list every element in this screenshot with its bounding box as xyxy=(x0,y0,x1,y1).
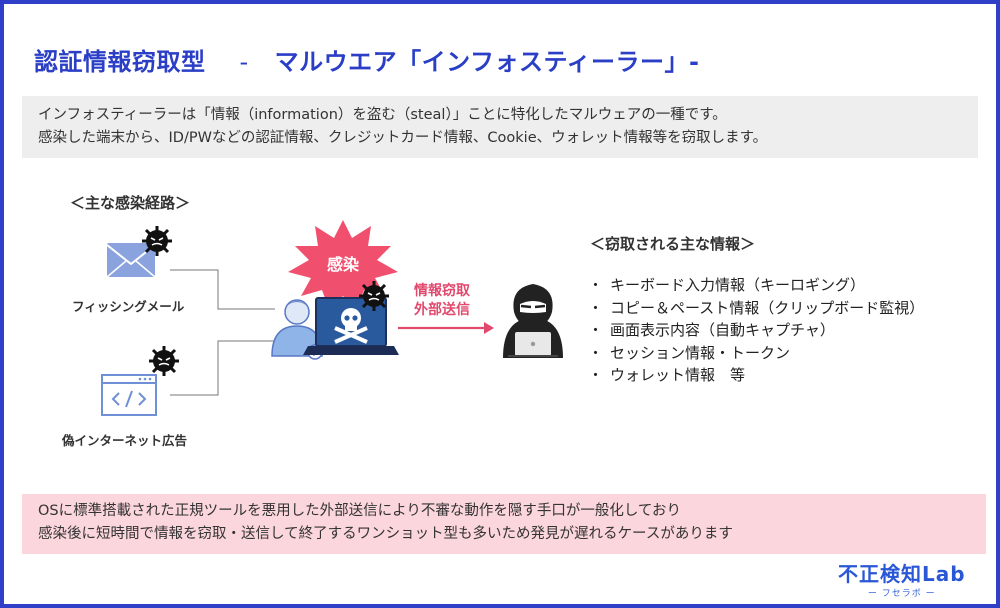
note-line-2: 感染後に短時間で情報を窃取・送信して終了するワンショット型も多いため発見が遅れる… xyxy=(38,526,733,542)
list-item: ・セッション情報・トークン xyxy=(588,342,924,365)
note-box: OSに標準搭載された正規ツールを悪用した外部送信により不審な動作を隠す手口が一般… xyxy=(22,494,986,554)
list-item-text: キーボード入力情報（キーロギング） xyxy=(610,276,866,294)
list-item: ・ウォレット情報 等 xyxy=(588,364,924,387)
infected-laptop-icon xyxy=(303,297,399,355)
infection-badge-label: 感染 xyxy=(326,255,359,274)
bullet: ・ xyxy=(588,321,604,339)
hacker-icon xyxy=(503,284,563,358)
exfiltration-label-line-1: 情報窃取 xyxy=(414,283,470,299)
bullet: ・ xyxy=(588,343,604,362)
bullet: ・ xyxy=(588,366,604,384)
bullet: ・ xyxy=(588,276,604,294)
skull-icon xyxy=(334,308,368,344)
brand-logo: 不正検知Lab ー フセラボ ー xyxy=(838,558,966,599)
list-item-text: ウォレット情報 等 xyxy=(610,366,746,384)
logo-sub: ー フセラボ ー xyxy=(867,589,936,599)
title-part2: マルウエア「インフォスティーラー」- xyxy=(274,48,700,76)
exfiltration-label-line-2: 外部送信 xyxy=(414,302,470,318)
connector-ad xyxy=(170,340,275,396)
stolen-info-list: ・キーボード入力情報（キーロギング） ・コピー＆ペースト情報（クリップボード監視… xyxy=(588,274,924,387)
intro-line-2: 感染した端末から、ID/PWなどの認証情報、クレジットカード情報、Cookie、… xyxy=(38,130,768,146)
list-item-text: コピー＆ペースト情報（クリップボード監視） xyxy=(610,298,925,317)
list-item: ・画面表示内容（自動キャプチャ） xyxy=(588,319,924,342)
connector-lines xyxy=(170,269,275,396)
routes-title: ＜主な感染経路＞ xyxy=(70,194,191,212)
note-line-1: OSに標準搭載された正規ツールを悪用した外部送信により不審な動作を隠す手口が一般… xyxy=(38,503,681,519)
logo-main: 不正検知Lab xyxy=(838,562,966,586)
route-label-fake-ad: 偽インターネット広告 xyxy=(62,433,188,448)
list-item: ・キーボード入力情報（キーロギング） xyxy=(588,274,924,297)
stolen-info-title: ＜窃取される主な情報＞ xyxy=(590,235,756,253)
bullet: ・ xyxy=(588,298,604,317)
exfiltration-label: 情報窃取 外部送信 xyxy=(414,282,470,320)
code-window-icon xyxy=(101,374,157,416)
list-item-text: セッション情報・トークン xyxy=(610,343,791,362)
list-item-text: 画面表示内容（自動キャプチャ） xyxy=(610,321,835,339)
virus-icon xyxy=(149,346,179,376)
exfiltration-arrow xyxy=(398,322,494,334)
intro-line-1: インフォスティーラーは「情報（information）を盗む（steal）」こと… xyxy=(38,107,727,123)
virus-icon xyxy=(359,281,389,311)
title-part1: 認証情報窃取型 xyxy=(34,48,206,76)
route-label-phishing: フィッシングメール xyxy=(72,299,185,314)
envelope-icon xyxy=(106,243,156,278)
intro-box: インフォスティーラーは「情報（information）を盗む（steal）」こと… xyxy=(22,96,978,158)
list-item: ・コピー＆ペースト情報（クリップボード監視） xyxy=(588,297,924,320)
page-title: 認証情報窃取型 -マルウエア「インフォスティーラー」- xyxy=(34,42,699,77)
connector-phishing xyxy=(170,269,275,310)
title-separator: - xyxy=(239,48,249,76)
virus-icon xyxy=(142,226,172,256)
